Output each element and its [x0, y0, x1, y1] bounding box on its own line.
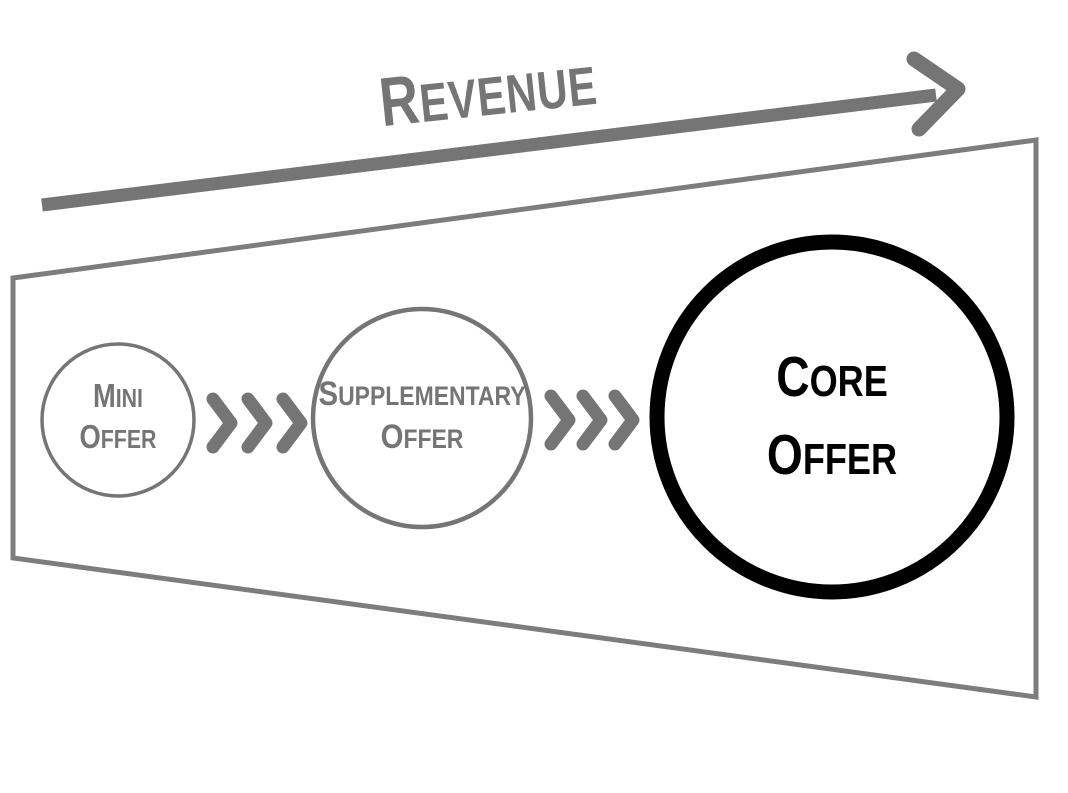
triple-chevron-right-icon — [544, 389, 640, 451]
mini-offer-label: Mini Offer — [80, 377, 157, 459]
core-offer-label: Core Offer — [767, 340, 897, 496]
stage-label-line: Offer — [79, 419, 157, 456]
chevron-right-icon — [608, 389, 640, 451]
triple-chevron-right-icon — [206, 392, 308, 454]
revenue-arrow-shaft — [41, 88, 937, 212]
core-offer-circle — [649, 234, 1015, 600]
stage-label-line: Supplementary — [318, 375, 526, 413]
revenue-arrow-head — [906, 51, 966, 137]
stage-label-line: Core — [776, 345, 888, 408]
chevron-right-icon — [276, 392, 308, 454]
chevron-right-icon — [544, 389, 576, 451]
supplementary-offer-label: Supplementary Offer — [318, 374, 525, 460]
mini-offer-circle — [40, 342, 196, 498]
chevron-right-icon — [241, 392, 273, 454]
right-arrow-icon — [41, 51, 966, 212]
chevron-right-icon — [206, 392, 238, 454]
stage-label-line: Mini — [93, 378, 143, 415]
stage-label-line: Offer — [380, 418, 464, 456]
stage-label-line: Offer — [766, 423, 898, 486]
supplementary-offer-circle — [310, 306, 534, 530]
chevron-right-icon — [576, 389, 608, 451]
